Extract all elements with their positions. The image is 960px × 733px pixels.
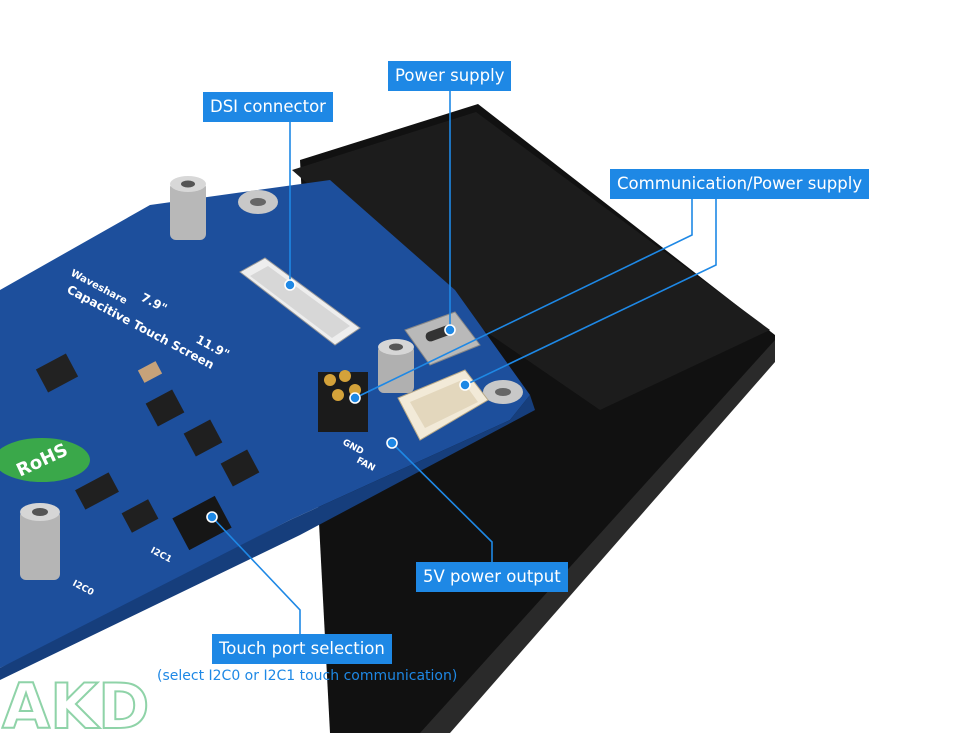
pogo-pin-header [318,370,368,432]
callout-5v-power-output: 5V power output [416,562,568,592]
rohs-badge [0,438,90,482]
leader-comm-a [354,198,693,399]
callout-anchor-dots [206,279,471,523]
screw-top [238,190,278,214]
watermark-text: AKD [2,672,150,733]
watermark-logo: AKD [1,672,151,733]
callout-dsi-connector: DSI connector [203,92,333,122]
screw-right [483,380,523,404]
callout-leader-lines [211,90,717,634]
leader-touch [211,516,301,634]
callout-touch-port-selection: Touch port selection [212,634,392,664]
callout-communication-power-supply: Communication/Power supply [610,169,870,199]
standoff-right [378,339,414,393]
leader-5v [391,442,493,563]
display-panel-inner-plate [292,112,770,410]
dsi-connector [239,257,361,346]
standoff-bottom [20,503,60,580]
pcb-board [0,180,530,668]
pcb-board-edge [0,395,535,680]
standoff-top [170,176,206,240]
touch-port-note: (select I2C0 or I2C1 touch communication… [157,668,458,684]
display-panel-edge [420,340,775,733]
callout-power-supply: Power supply [388,61,512,91]
leader-comm-b [464,198,717,386]
